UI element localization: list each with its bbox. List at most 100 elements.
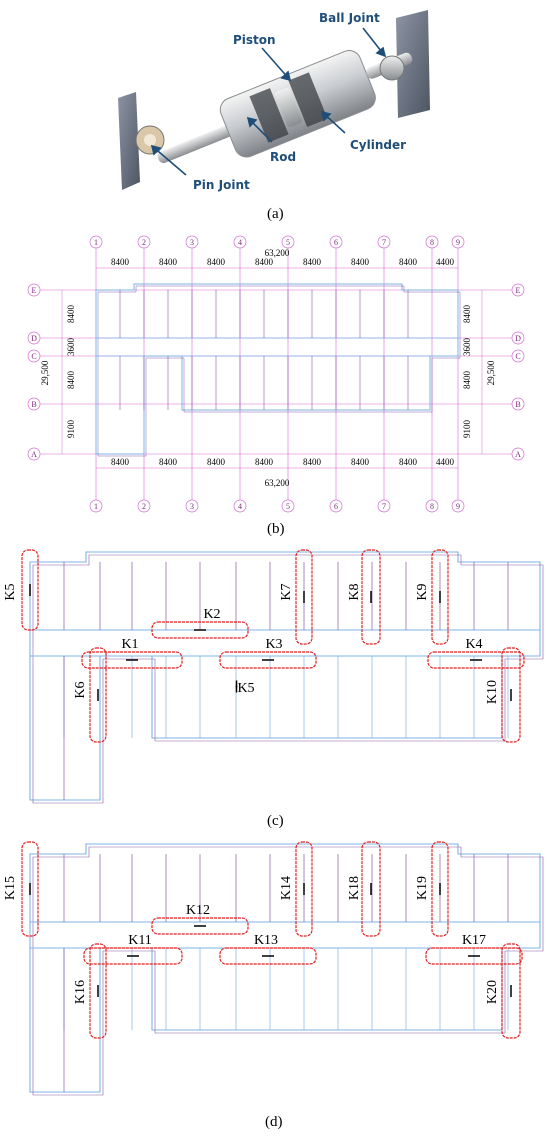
- dim-col-bottom-4: 8400: [255, 457, 274, 467]
- dim-col-top-1: 8400: [111, 257, 130, 267]
- damper-label-0: K15: [3, 876, 18, 900]
- grid-label-bottom-5: 5: [286, 502, 290, 511]
- damper-label-6: K13: [254, 933, 278, 948]
- grid-label-top-9: 9: [456, 238, 460, 247]
- grid-bubble-bottom-5: [281, 499, 295, 513]
- damper-zone-8: [89, 943, 107, 1039]
- grid-label-bottom-7: 7: [382, 502, 386, 511]
- damper-zone-6: [219, 947, 317, 965]
- grid-label-right-B: B: [515, 400, 520, 409]
- grid-bubble-bottom-7: [377, 499, 391, 513]
- grid-label-right-C: C: [515, 352, 520, 361]
- grid-label-left-E: E: [32, 286, 37, 295]
- grid-bubble-right-E: [511, 283, 525, 297]
- grid-bubble-left-C: [27, 349, 41, 363]
- panel-a: Piston Ball Joint Rod Cylinder Pin Joint…: [0, 0, 550, 225]
- grid-bubble-bottom-9: [451, 499, 465, 513]
- dim-row-left-4: 9100: [66, 420, 76, 439]
- dim-col-top-2: 8400: [159, 257, 178, 267]
- damper-label-4: K9: [415, 583, 430, 600]
- grid-bubble-right-A: [511, 447, 525, 461]
- caption-d: (d): [265, 1114, 283, 1130]
- dim-col-top-7: 8400: [399, 257, 418, 267]
- damper-zone-10: [501, 647, 521, 743]
- grid-label-left-A: A: [31, 450, 37, 459]
- damper-label-0: K5: [3, 583, 18, 600]
- damper-zone-1: [151, 917, 249, 935]
- dim-col-top-4: 8400: [255, 257, 274, 267]
- grid-label-top-8: 8: [430, 238, 434, 247]
- label-ball-joint: Ball Joint: [319, 11, 380, 25]
- right-mount-plate: [396, 10, 430, 118]
- caption-c: (c): [267, 813, 284, 829]
- cylinder-window-2: [288, 72, 328, 127]
- damper-label-10: K10: [485, 680, 500, 704]
- grid-bubble-right-C: [511, 349, 525, 363]
- damper-label-1: K12: [186, 903, 210, 918]
- damper-label-8: K6: [73, 681, 88, 698]
- dim-total-width-bottom: 63,200: [265, 478, 290, 488]
- damper-label-5: K11: [128, 933, 152, 948]
- grid-bubble-bottom-6: [329, 499, 343, 513]
- grid-label-top-4: 4: [238, 238, 242, 247]
- damper-zone-7: [425, 947, 523, 965]
- damper-zone-0: [21, 841, 39, 937]
- damper-label-1: K2: [203, 607, 220, 622]
- building-outline: [95, 283, 459, 455]
- grid-label-top-1: 1: [94, 238, 98, 247]
- damper-zone-2: [295, 841, 313, 937]
- damper-label-6: K3: [265, 637, 282, 652]
- damper-label-2: K14: [279, 876, 294, 900]
- grid-bubble-top-2: [137, 235, 151, 249]
- dim-col-top-6: 8400: [351, 257, 370, 267]
- grid-label-left-D: D: [31, 334, 37, 343]
- cylinder-window-1: [249, 88, 289, 143]
- damper-illustration: Piston Ball Joint Rod Cylinder Pin Joint…: [118, 10, 430, 222]
- dim-row-left-2: 3600: [66, 338, 76, 357]
- grid-bubble-left-E: [27, 283, 41, 297]
- damper-label-9: K5: [237, 681, 254, 696]
- ball-joint-sphere: [379, 55, 405, 81]
- grid-label-bottom-3: 3: [190, 502, 194, 511]
- grid-bubble-left-B: [27, 397, 41, 411]
- dim-row-right-2: 3600: [462, 338, 472, 357]
- damper-label-3: K8: [347, 583, 362, 600]
- dim-col-top-5: 8400: [303, 257, 322, 267]
- grid-label-top-3: 3: [190, 238, 194, 247]
- grid-bubble-top-9: [451, 235, 465, 249]
- grid-label-top-5: 5: [286, 238, 290, 247]
- grid-bubble-top-4: [233, 235, 247, 249]
- dim-col-bottom-3: 8400: [207, 457, 226, 467]
- dim-row-right-3: 8400: [462, 371, 472, 390]
- damper-zone-2: [295, 549, 313, 645]
- label-cylinder: Cylinder: [350, 138, 406, 152]
- damper-label-3: K18: [347, 876, 362, 900]
- damper-zone-7: [427, 651, 525, 669]
- damper-label-5: K1: [121, 637, 138, 652]
- grid-bubble-right-D: [511, 331, 525, 345]
- dim-col-bottom-1: 8400: [111, 457, 130, 467]
- grid-label-left-C: C: [31, 352, 36, 361]
- left-mount-plate: [118, 92, 140, 190]
- dim-col-bottom-8: 4400: [436, 457, 455, 467]
- grid-bubble-top-5: [281, 235, 295, 249]
- damper-label-7: K4: [465, 637, 482, 652]
- damper-zone-6: [219, 651, 317, 669]
- dim-col-bottom-7: 8400: [399, 457, 418, 467]
- damper-zone-1: [151, 621, 249, 639]
- grid-bubble-bottom-2: [137, 499, 151, 513]
- damper-label-8: K16: [73, 980, 88, 1004]
- damper-zone-5: [81, 651, 183, 669]
- damper-zone-8: [89, 647, 107, 743]
- grid-label-bottom-8: 8: [430, 502, 434, 511]
- grid-label-top-6: 6: [334, 238, 338, 247]
- grid-label-right-E: E: [516, 286, 521, 295]
- caption-b: (b): [267, 521, 285, 537]
- damper-label-7: K17: [462, 933, 486, 948]
- dim-total-height-left: 29,500: [40, 360, 50, 385]
- plan-outline-offset: [32, 554, 544, 804]
- grid-bubble-bottom-4: [233, 499, 247, 513]
